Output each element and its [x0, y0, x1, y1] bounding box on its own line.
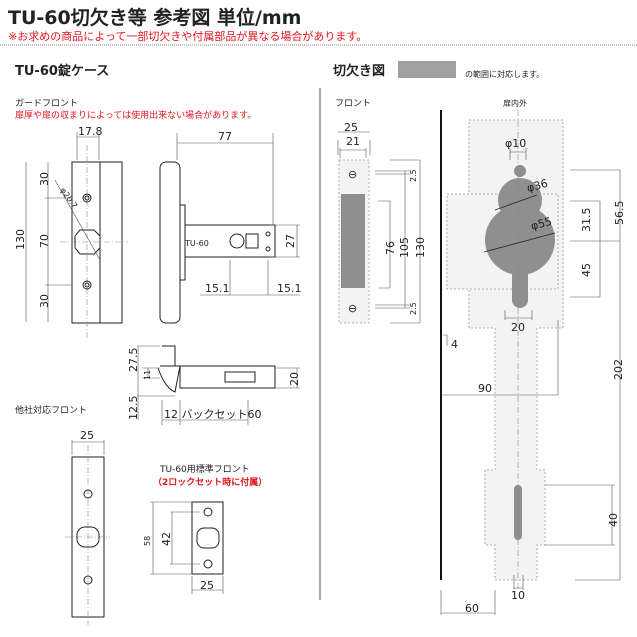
- other-front-label: 他社対応フロント: [15, 404, 87, 416]
- dim-h105: 105: [398, 237, 411, 258]
- dim-front-width: 17.8: [78, 125, 103, 138]
- dim-h202: 202: [612, 359, 625, 380]
- dim-bottom-a: 27.5: [127, 348, 140, 373]
- dim-bottom: 30: [38, 294, 51, 308]
- guard-front-drawing: [25, 132, 128, 338]
- dim-offset-left: 15.1: [205, 282, 230, 295]
- dim-side-height: 27: [284, 234, 297, 248]
- engraving-text: TU-60: [184, 239, 209, 248]
- dim-std-42: 42: [160, 532, 173, 546]
- dim-mid: 70: [38, 234, 51, 248]
- dim-h40: 40: [607, 513, 620, 527]
- front-cutout-drawing: [337, 131, 421, 324]
- door-label: 扉内外: [503, 98, 527, 108]
- lock-bottom-view: [137, 345, 300, 425]
- cutout-title: 切欠き図: [333, 63, 385, 79]
- dim-h31: 31.5: [580, 208, 593, 233]
- other-front-drawing: [65, 440, 110, 625]
- guard-front-label: ガードフロント: [15, 98, 78, 109]
- header-note: ※お求めの商品によって一部切欠きや付属部品が異なる場合があります。: [8, 29, 367, 43]
- dim-h56: 56.5: [613, 201, 626, 226]
- dim-std-58: 58: [143, 536, 152, 546]
- dim-margin-bottom: 2.5: [409, 302, 418, 315]
- dim-w90: 90: [478, 382, 492, 395]
- dim-d36: φ36: [525, 177, 549, 195]
- dim-front-height: 130: [14, 229, 27, 250]
- dim-bottom-d: 20: [288, 372, 301, 386]
- dim-backset: 12 バックセット60: [164, 408, 262, 421]
- legend-text: の範囲に対応します。: [465, 69, 544, 79]
- screw-hole-bottom: ⊖: [348, 302, 357, 315]
- dim-w21: 21: [346, 135, 360, 148]
- std-front-label: TU-60用標準フロント: [159, 463, 250, 475]
- dim-margin-top: 2.5: [409, 169, 418, 182]
- dim-d10: φ10: [505, 137, 526, 150]
- std-front-drawing: [150, 501, 224, 594]
- dim-d55: φ55: [529, 215, 553, 233]
- std-front-note: （2ロックセット時に付属）: [153, 476, 267, 488]
- dim-w60: 60: [465, 602, 479, 615]
- dim-other-width: 25: [80, 429, 94, 442]
- dim-w25: 25: [344, 121, 358, 134]
- front-label: フロント: [335, 99, 371, 109]
- dim-offset-right: 15.1: [277, 282, 302, 295]
- dim-length: 77: [218, 130, 232, 143]
- dim-d4: 4: [451, 338, 458, 351]
- dim-std-width: 25: [200, 579, 214, 592]
- page-title: TU-60切欠き等 参考図 単位/mm: [8, 6, 301, 29]
- dim-h130: 130: [414, 237, 427, 258]
- dim-h45: 45: [580, 263, 593, 277]
- lock-side-view: [159, 133, 300, 324]
- dim-w20: 20: [511, 321, 525, 334]
- dim-h76: 76: [384, 241, 397, 255]
- guard-front-warning: 扉厚や扉の収まりによっては使用出来ない場合があります。: [15, 109, 256, 121]
- dim-top: 30: [38, 172, 51, 186]
- dim-w10: 10: [511, 589, 525, 602]
- legend-swatch: [398, 61, 456, 78]
- dim-bottom-b: 11: [143, 370, 152, 380]
- screw-hole-top: ⊖: [348, 168, 357, 181]
- door-cutout-drawing: [440, 110, 621, 615]
- dim-bottom-c: 12.5: [127, 396, 140, 421]
- lock-case-title: TU-60錠ケース: [15, 63, 109, 79]
